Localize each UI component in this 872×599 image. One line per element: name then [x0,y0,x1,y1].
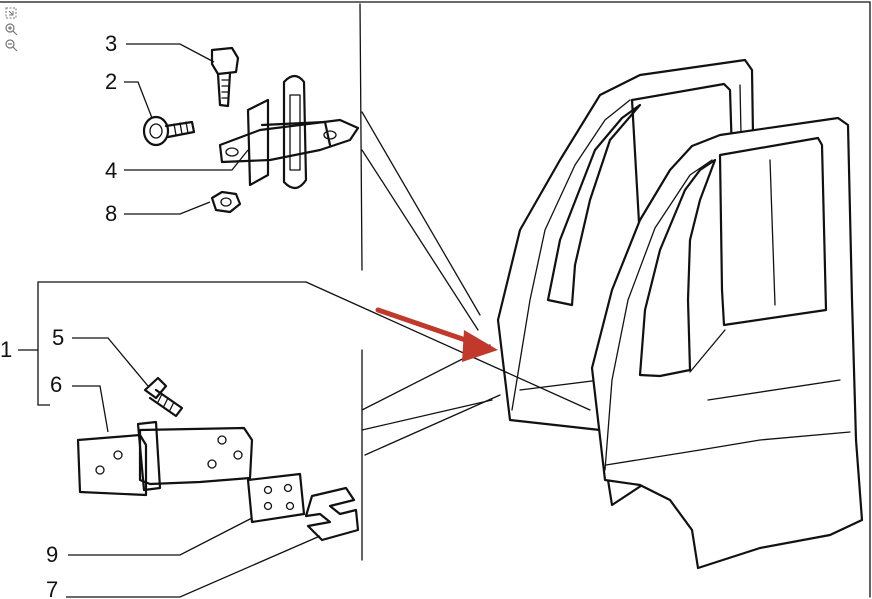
callout-8[interactable]: 8 [105,201,117,226]
part-nut-8[interactable] [210,190,242,214]
zoom-in-icon[interactable] [4,22,18,36]
callout-3[interactable]: 3 [105,31,117,56]
fit-page-icon[interactable] [4,6,18,20]
viewer-toolbar [4,6,18,52]
part-bolt-3[interactable] [210,46,240,108]
callout-6[interactable]: 6 [50,372,62,397]
assembly-bracket-1 [18,281,306,406]
callout-5[interactable]: 5 [52,325,64,350]
callout-1[interactable]: 1 [0,337,12,362]
callout-4[interactable]: 4 [105,158,117,183]
part-shim-7[interactable] [304,486,360,542]
part-plate-9[interactable] [246,472,306,524]
part-stud-5[interactable] [143,376,184,418]
projection-lines [305,111,591,456]
callout-2[interactable]: 2 [105,69,117,94]
part-hinge-6[interactable] [76,420,254,497]
location-arrow [375,307,498,362]
section-divider [359,3,363,561]
part-bracket-4[interactable] [218,74,360,190]
part-flange-screw-2[interactable] [142,115,196,147]
callout-7[interactable]: 7 [46,577,58,599]
callout-leaders [66,43,321,598]
callout-9[interactable]: 9 [46,542,58,567]
zoom-out-icon[interactable] [4,38,18,52]
front-door [590,116,864,570]
